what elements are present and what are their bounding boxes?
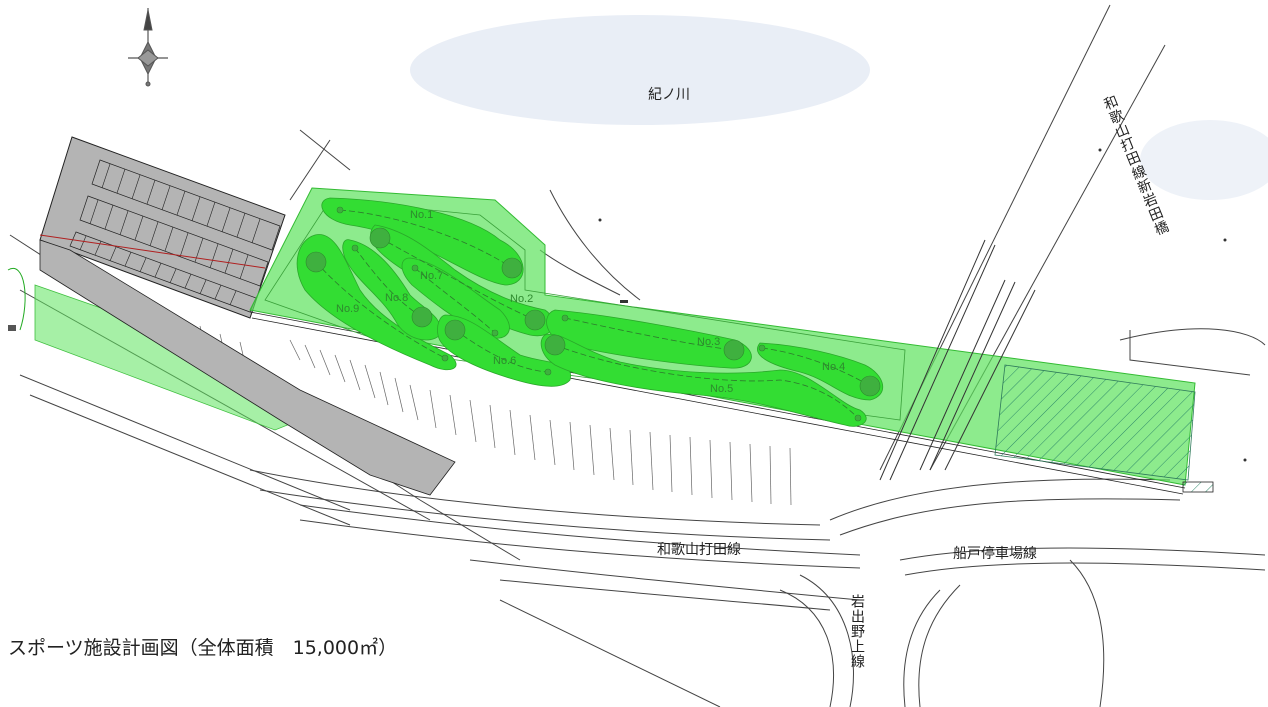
access-ramp [39, 239, 456, 496]
hole-label-2: No.2 [510, 293, 534, 305]
bridge-piers [879, 239, 1036, 481]
road-label-funado: 船戸停車場線 [953, 546, 1037, 562]
hole-label-6: No.6 [493, 355, 517, 367]
hole-label-1: No.1 [410, 209, 434, 221]
compass-rose-icon [128, 8, 168, 87]
page-title: スポーツ施設計画図（全体面積 15,000㎡） [8, 637, 398, 659]
river-area-east [1140, 120, 1268, 200]
hole-label-8: No.8 [385, 292, 409, 304]
hole-label-3: No.3 [697, 336, 721, 348]
hole-label-7: No.7 [420, 270, 444, 282]
road-label-iwade-nogami: 岩出野上線 [849, 594, 865, 669]
river-label: 紀ノ川 [648, 87, 690, 103]
hole-paths [315, 209, 871, 419]
green-dots [305, 206, 881, 422]
hole-label-5: No.5 [710, 383, 734, 395]
road-label-wakayama-uchita: 和歌山打田線 [657, 542, 741, 558]
parking-lot [39, 136, 286, 319]
river-area [410, 15, 870, 125]
hatched-zone [994, 364, 1196, 481]
hole-label-4: No.4 [822, 361, 846, 373]
hole-label-9: No.9 [336, 303, 360, 315]
